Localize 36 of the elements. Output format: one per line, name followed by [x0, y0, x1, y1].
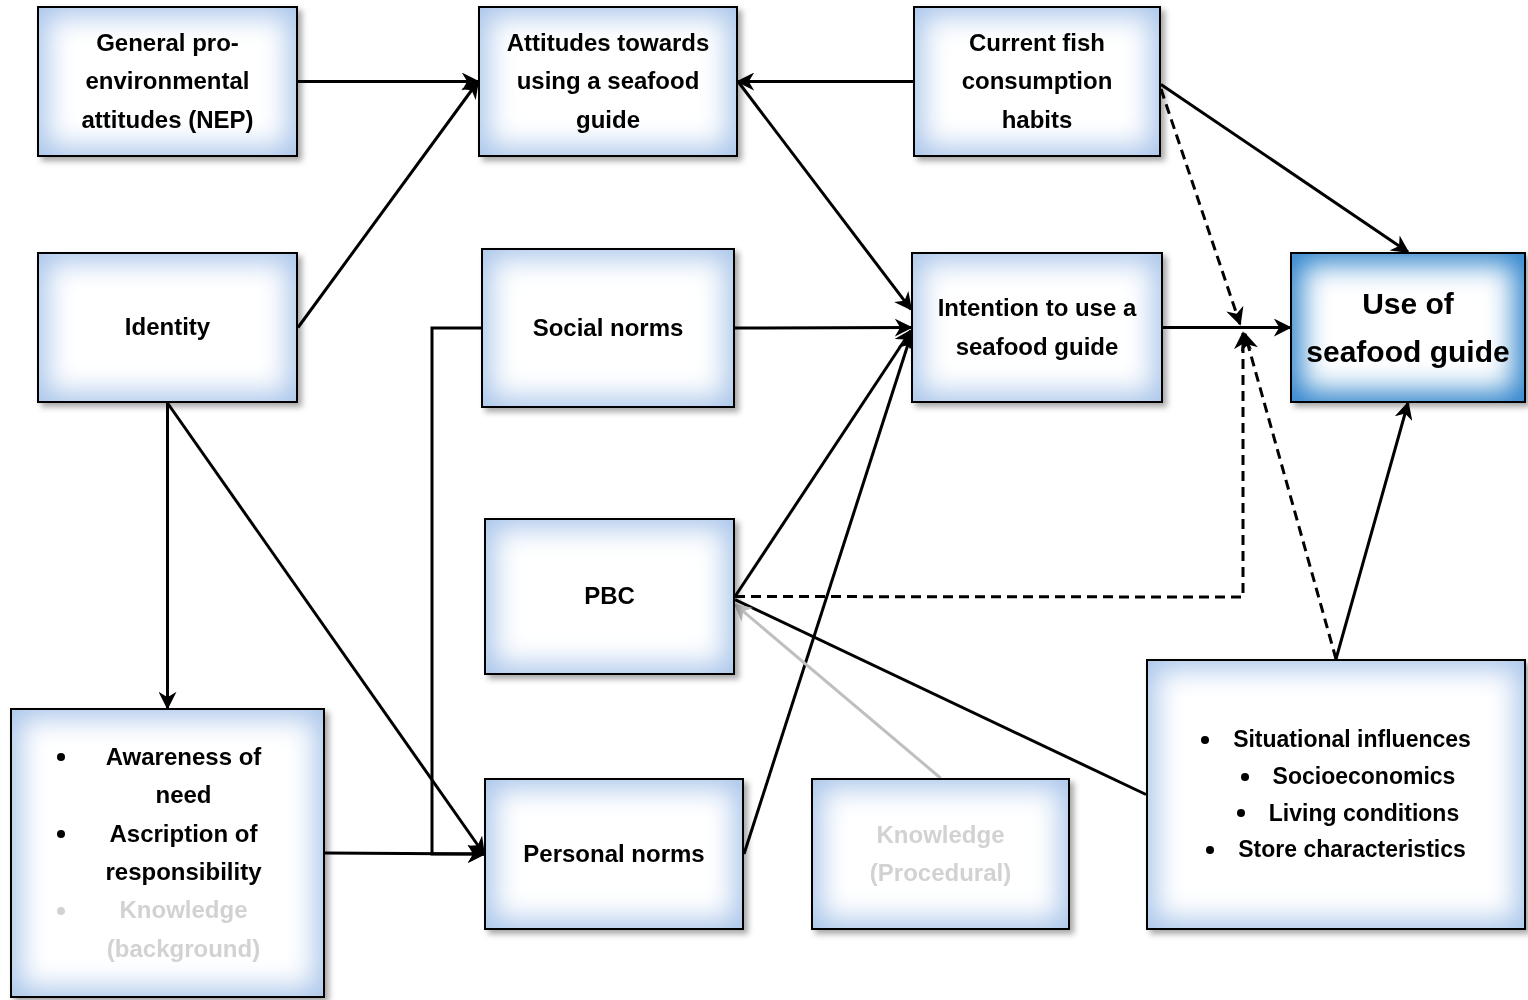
arrow [430, 326, 486, 863]
bullet-item: Situational influences [1201, 720, 1471, 758]
arrow [298, 72, 480, 91]
bullet-item: Socioeconomics [1216, 757, 1456, 795]
arrow [735, 318, 913, 337]
node-label: Identity [124, 312, 211, 343]
concept-box [484, 518, 735, 675]
concept-box [1290, 252, 1526, 403]
concept-box [481, 248, 735, 408]
node-label: Social norms [532, 312, 684, 343]
node-label: Personal norms [523, 838, 705, 869]
arrow [1160, 83, 1410, 254]
concept-box [37, 252, 298, 403]
arrow [1334, 401, 1413, 660]
bullet-item: Ascription of responsibility [56, 814, 279, 892]
concept-box [484, 778, 744, 930]
concept-box [1146, 659, 1526, 930]
bullet-item: Awareness of need [56, 737, 279, 815]
dashed-arrow [735, 331, 1252, 599]
arrow [158, 402, 177, 710]
concept-box [478, 6, 738, 157]
bullet-item: Living conditions [1212, 794, 1460, 832]
concept-box [811, 778, 1070, 930]
node-label: PBC [584, 581, 635, 612]
concept-box [37, 6, 298, 157]
dashed-arrow [1240, 332, 1338, 660]
node-label: Attitudes towards using a seafood guide [505, 27, 711, 135]
concept-box [911, 252, 1163, 403]
bullet-item: Store characteristics [1206, 831, 1466, 869]
node-label: General pro-environmental attitudes (NEP) [80, 27, 255, 135]
arrow [1163, 318, 1292, 337]
node-label: Current fish consumption habits [960, 27, 1114, 135]
concept-box [913, 6, 1161, 157]
concept-box [10, 708, 325, 998]
node-label: Intention to use a seafood guide [936, 293, 1138, 362]
node-label: Use of seafood guide [1305, 285, 1511, 370]
